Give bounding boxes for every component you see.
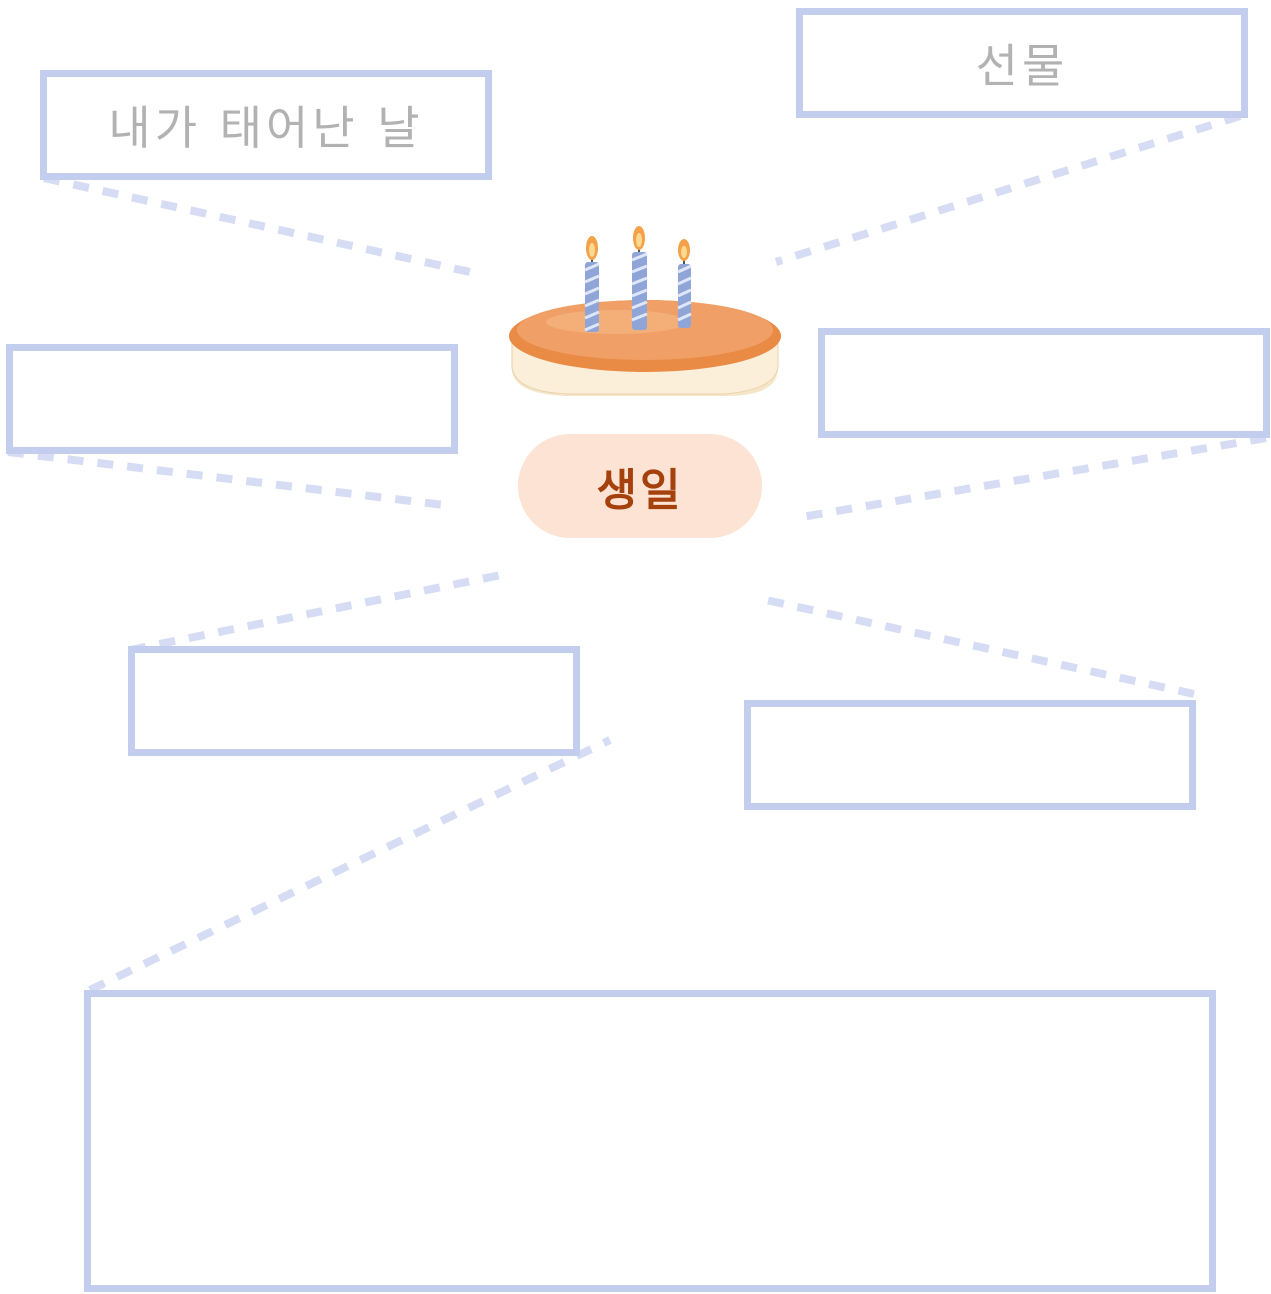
connector-line — [795, 434, 1267, 522]
box-large-bottom[interactable] — [84, 990, 1216, 1292]
box-empty-lower-right[interactable] — [744, 700, 1196, 810]
connector-line — [765, 596, 1195, 698]
box-birthdate: 내가 태어난 날 — [40, 70, 492, 180]
box-empty-lower-left[interactable] — [128, 646, 580, 756]
connector-line — [774, 112, 1242, 266]
center-topic-label: 생일 — [596, 465, 684, 516]
box-gift: 선물 — [796, 8, 1248, 118]
birthday-cake-icon — [509, 226, 781, 396]
box-empty-left[interactable] — [6, 344, 458, 454]
center-topic: 생일 — [518, 434, 762, 538]
connector-line — [129, 570, 507, 654]
connector-line — [88, 736, 612, 994]
box-empty-right[interactable] — [818, 328, 1270, 438]
connector-line — [7, 448, 453, 510]
box-gift-label: 선물 — [975, 39, 1069, 93]
connector-line — [43, 174, 471, 276]
box-birthdate-label: 내가 태어난 날 — [108, 101, 424, 155]
